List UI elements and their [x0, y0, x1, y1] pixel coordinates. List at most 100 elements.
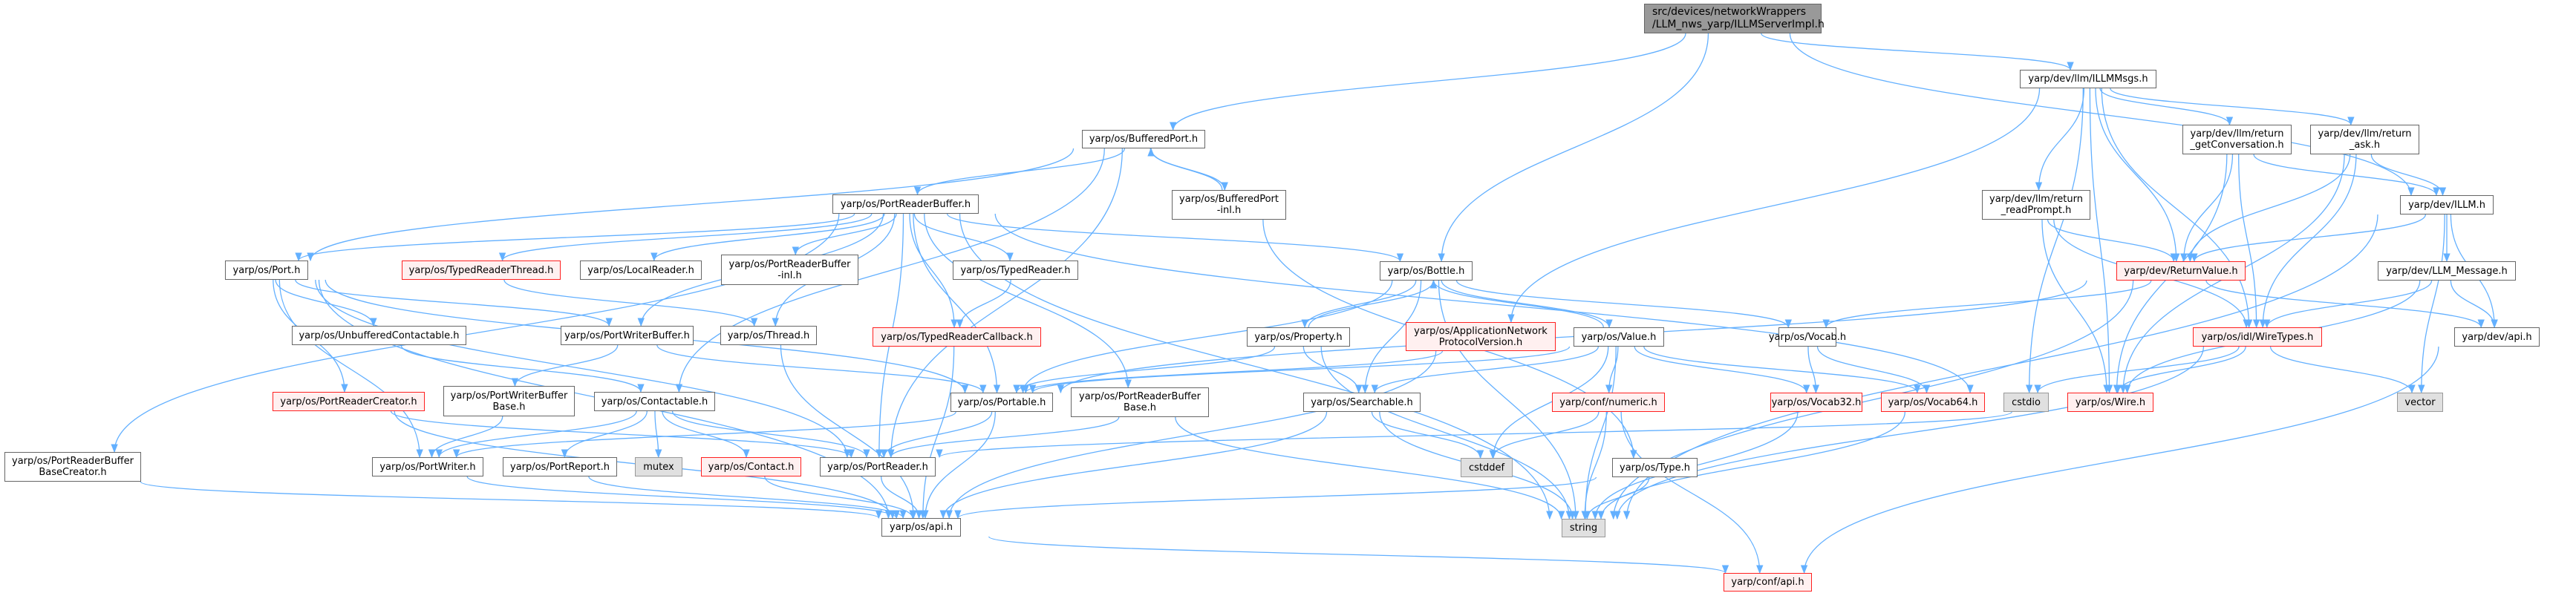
edge-portable-to-osapi — [922, 411, 996, 520]
edge-prb-to-bottle — [946, 213, 1403, 263]
edge-root-to-illm — [1789, 33, 2415, 197]
edge-prb-to-port — [295, 213, 855, 262]
node-illmmsgs[interactable]: yarp/dev/llm/ILLMMsgs.h — [2020, 70, 2156, 88]
edge-property-to-string — [1320, 346, 1573, 520]
node-vocab[interactable]: yarp/os/Vocab.h — [1769, 327, 1846, 347]
edge-prb-to-trcallback — [909, 213, 958, 329]
edge-contactable-to-portreader — [671, 410, 870, 459]
edge-portreader-to-osapi — [881, 476, 923, 520]
edge-value-to-bottle — [1429, 279, 1604, 328]
node-thread[interactable]: yarp/os/Thread.h — [720, 326, 817, 345]
node-prcreator[interactable]: yarp/os/PortReaderCreator.h — [273, 392, 425, 411]
node-devapi[interactable]: yarp/dev/api.h — [2454, 327, 2540, 347]
edge-type-to-osapi — [954, 476, 1597, 520]
node-contactable[interactable]: yarp/os/Contactable.h — [594, 392, 715, 411]
edge-pwbbase-to-portwriter — [428, 416, 503, 459]
edge-ask-to-illm — [2370, 154, 2447, 197]
node-portreader[interactable]: yarp/os/PortReader.h — [820, 457, 936, 476]
node-pwb[interactable]: yarp/os/PortWriterBuffer.h — [561, 326, 694, 345]
node-prb[interactable]: yarp/os/PortReaderBuffer.h — [832, 194, 979, 214]
edge-port-to-portreader — [315, 279, 851, 459]
node-vector[interactable]: vector — [2397, 393, 2443, 412]
node-cstddef[interactable]: cstddef — [1461, 458, 1513, 477]
edge-basecreator-to-osapi — [140, 481, 882, 520]
node-property[interactable]: yarp/os/Property.h — [1247, 327, 1350, 347]
edge-prb-to-trthread — [499, 213, 873, 262]
edge-illmmsgs-to-ask — [2110, 88, 2355, 126]
node-type[interactable]: yarp/os/Type.h — [1612, 458, 1698, 477]
node-ask[interactable]: yarp/dev/llm/return _ask.h — [2310, 125, 2419, 154]
node-llmmsg[interactable]: yarp/dev/LLM_Message.h — [2378, 261, 2516, 281]
node-searchable[interactable]: yarp/os/Searchable.h — [1303, 393, 1421, 412]
edge-getconv-to-illm — [2253, 154, 2440, 197]
edge-property-to-portable — [1013, 346, 1276, 394]
node-cstdio[interactable]: cstdio — [2003, 393, 2049, 412]
edge-illmmsgs-to-cstdio — [2026, 88, 2084, 394]
node-numeric[interactable]: yarp/conf/numeric.h — [1552, 393, 1665, 412]
node-appnet[interactable]: yarp/os/ApplicationNetwork ProtocolVersi… — [1406, 322, 1556, 351]
edge-getconv-to-returnvalue — [2180, 154, 2234, 263]
node-bufferedport[interactable]: yarp/os/BufferedPort.h — [1082, 130, 1205, 148]
edge-bpinl-to-bufferedport — [1147, 147, 1223, 191]
edge-contactable-to-portwriter — [435, 410, 637, 459]
node-portreport[interactable]: yarp/os/PortReport.h — [503, 457, 617, 476]
node-readprompt[interactable]: yarp/dev/llm/return _readPrompt.h — [1982, 190, 2090, 220]
edge-readprompt-to-returnvalue — [2047, 219, 2177, 263]
node-portable[interactable]: yarp/os/Portable.h — [950, 393, 1053, 412]
node-vocab32[interactable]: yarp/os/Vocab32.h — [1770, 393, 1862, 412]
edge-root-to-bufferedport — [1170, 33, 1686, 131]
node-trthread[interactable]: yarp/os/TypedReaderThread.h — [402, 261, 561, 280]
node-string[interactable]: string — [1562, 519, 1605, 537]
node-wiretypes[interactable]: yarp/os/idl/WireTypes.h — [2193, 327, 2322, 347]
edge-appnet-to-osapi — [945, 350, 1437, 520]
edge-prb-to-portable — [913, 213, 1001, 394]
node-portwriter[interactable]: yarp/os/PortWriter.h — [372, 457, 483, 476]
node-unbuffered[interactable]: yarp/os/UnbufferedContactable.h — [292, 326, 466, 345]
edge-prb-to-prbbase — [924, 213, 1132, 389]
edge-bufferedport-to-contactable — [675, 148, 1105, 393]
edge-vocab-to-vocab32 — [1807, 346, 1820, 394]
edge-illmmsgs-to-readprompt — [2035, 88, 2085, 191]
edge-ask-to-wiretypes — [2259, 154, 2357, 329]
edge-bottle-to-property — [1301, 280, 1417, 329]
edge-prb-to-typedreader — [913, 213, 1014, 262]
edge-getconv-to-wiretypes — [2238, 154, 2260, 329]
edge-bufferedport-to-port — [307, 148, 1075, 262]
edge-llmmsg-to-devapi — [2450, 280, 2498, 329]
edge-value-to-searchable — [1371, 346, 1599, 394]
node-typedreader[interactable]: yarp/os/TypedReader.h — [953, 261, 1078, 280]
node-illm[interactable]: yarp/dev/ILLM.h — [2400, 195, 2494, 214]
edge-prb-to-localreader — [650, 213, 885, 262]
node-getconv[interactable]: yarp/dev/llm/return _getConversation.h — [2182, 125, 2292, 154]
node-pwbbase[interactable]: yarp/os/PortWriterBuffer Base.h — [443, 386, 575, 416]
edge-llmmsg-to-wiretypes — [2263, 280, 2433, 329]
edge-root-to-illmmsgs — [1761, 33, 2074, 71]
edge-value-to-portable — [1029, 346, 1571, 394]
node-wire[interactable]: yarp/os/Wire.h — [2067, 393, 2153, 412]
edge-value-to-vocab32 — [1634, 346, 1810, 394]
edge-numeric-to-cstddef — [1489, 411, 1600, 459]
node-bottle[interactable]: yarp/os/Bottle.h — [1380, 261, 1473, 281]
node-value[interactable]: yarp/os/Value.h — [1574, 327, 1664, 347]
node-vocab64[interactable]: yarp/os/Vocab64.h — [1881, 393, 1985, 412]
edge-port-to-pwb — [295, 279, 613, 327]
node-port[interactable]: yarp/os/Port.h — [225, 261, 308, 280]
node-confapi[interactable]: yarp/conf/api.h — [1724, 573, 1812, 592]
edge-numeric-to-string — [1581, 411, 1607, 520]
node-mutex[interactable]: mutex — [635, 457, 682, 476]
edge-vocab64-to-string — [1597, 411, 1906, 520]
node-contact[interactable]: yarp/os/Contact.h — [701, 457, 801, 476]
node-bpinl[interactable]: yarp/os/BufferedPort -inl.h — [1172, 190, 1286, 220]
node-root[interactable]: src/devices/networkWrappers /LLM_nws_yar… — [1644, 4, 1825, 33]
node-prbbase[interactable]: yarp/os/PortReaderBuffer Base.h — [1071, 387, 1209, 417]
node-basecreator[interactable]: yarp/os/PortReaderBuffer BaseCreator.h — [4, 452, 141, 482]
edge-prbbase-to-portreader — [887, 416, 1120, 459]
node-trcallback[interactable]: yarp/os/TypedReaderCallback.h — [873, 327, 1041, 347]
node-returnvalue[interactable]: yarp/dev/ReturnValue.h — [2116, 261, 2246, 281]
node-osapi[interactable]: yarp/os/api.h — [881, 518, 961, 537]
edge-readprompt-to-wire — [2041, 219, 2110, 394]
edge-value-to-vocab64 — [1643, 346, 1921, 394]
node-localreader[interactable]: yarp/os/LocalReader.h — [580, 261, 702, 280]
node-prbinl[interactable]: yarp/os/PortReaderBuffer -inl.h — [721, 255, 858, 285]
